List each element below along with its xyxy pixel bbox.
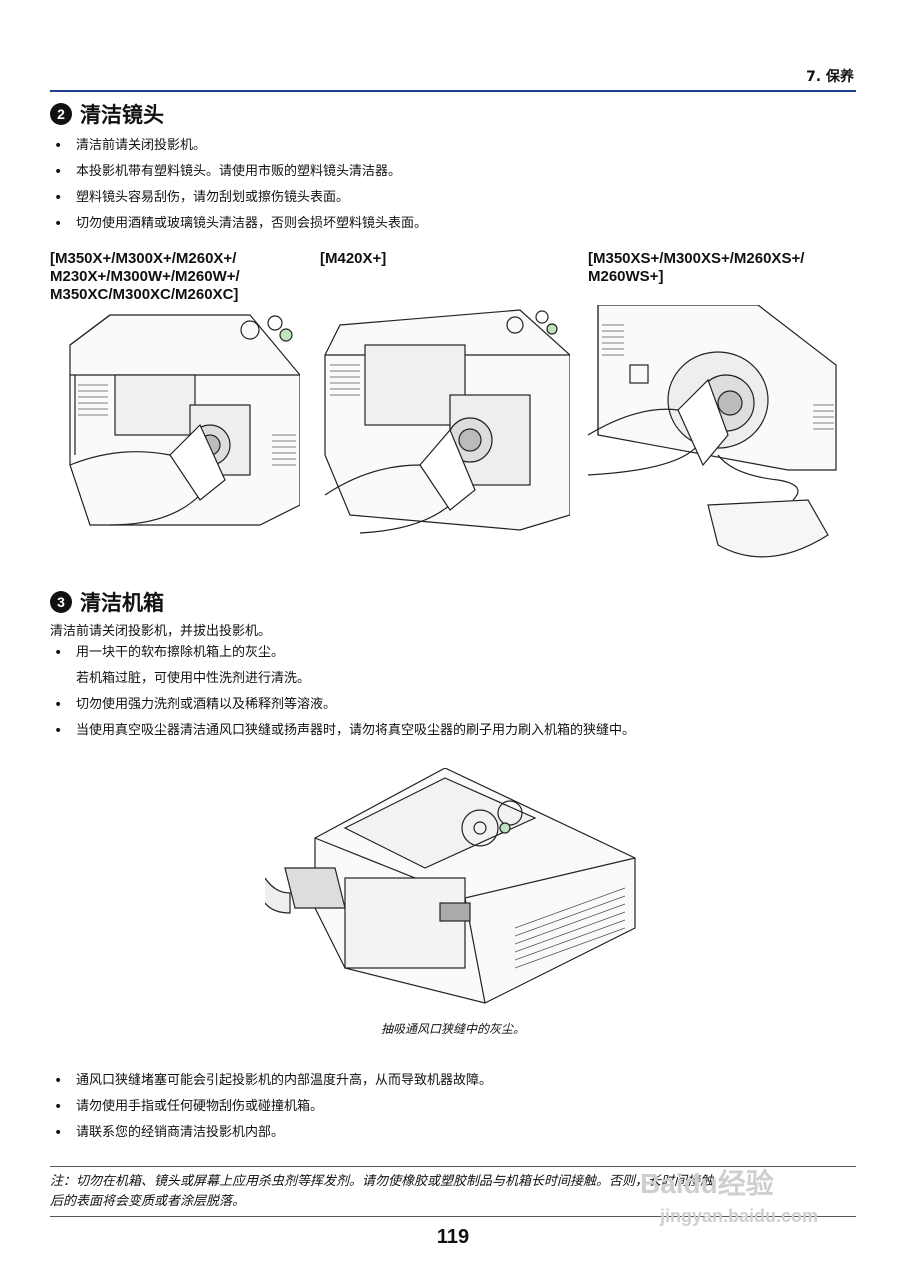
note-line-2: 后的表面将会变质或者涂层脱落。	[50, 1194, 246, 1209]
section-title-lens: 2 清洁镜头	[50, 99, 164, 129]
page-number: 119	[436, 1226, 470, 1248]
cabinet-intro: 清洁前请关闭投影机，并拔出投影机。	[50, 624, 272, 639]
note-text: 注：切勿在机箱、镜头或屏幕上应用杀虫剂等挥发剂。请勿使橡胶或塑胶制品与机箱长时间…	[50, 1172, 858, 1212]
model-label-3-line2: M260WS+]	[588, 268, 664, 285]
section-number-2: 2	[50, 103, 72, 125]
list-item: 本投影机带有塑料镜头。请使用市贩的塑料镜头清洁器。	[50, 159, 427, 185]
model-label-2: [M420X+]	[320, 250, 386, 268]
page-divider	[50, 1216, 856, 1217]
watermark-url: jingyan.baidu.com	[660, 1206, 819, 1226]
projector-lens-illustration-2	[324, 309, 570, 534]
model-label-1-line1: [M350X+/M300X+/M260X+/	[50, 250, 237, 267]
section-title-cabinet-text: 清洁机箱	[80, 591, 164, 615]
lens-bullet-list: 清洁前请关闭投影机。 本投影机带有塑料镜头。请使用市贩的塑料镜头清洁器。 塑料镜…	[50, 133, 427, 237]
list-item: 清洁前请关闭投影机。	[50, 133, 427, 159]
model-label-3: [M350XS+/M300XS+/M260XS+/ M260WS+]	[588, 250, 804, 286]
figure-caption: 抽吸通风口狭缝中的灰尘。	[380, 1022, 525, 1036]
list-item-sub: 若机箱过脏，可使用中性洗剂进行清洗。	[76, 671, 311, 686]
model-label-1: [M350X+/M300X+/M260X+/ M230X+/M300W+/M26…	[50, 250, 240, 304]
model-label-2-line1: [M420X+]	[320, 250, 387, 267]
section-number-3: 3	[50, 591, 72, 613]
section-title-lens-text: 清洁镜头	[80, 103, 164, 127]
model-label-3-line1: [M350XS+/M300XS+/M260XS+/	[588, 250, 805, 267]
list-item: 请联系您的经销商清洁投影机内部。	[50, 1120, 492, 1146]
list-item: 用一块干的软布擦除机箱上的灰尘。	[50, 640, 635, 666]
model-label-1-line2: M230X+/M300W+/M260W+/	[50, 268, 240, 285]
note-divider	[50, 1166, 856, 1167]
cabinet-bullet-list-2: 通风口狭缝堵塞可能会引起投影机的内部温度升高，从而导致机器故障。 请勿使用手指或…	[50, 1068, 492, 1146]
cabinet-bullet-list: 用一块干的软布擦除机箱上的灰尘。 若机箱过脏，可使用中性洗剂进行清洗。 切勿使用…	[50, 640, 635, 744]
projector-vacuum-illustration	[265, 768, 636, 1004]
list-item: 切勿使用酒精或玻璃镜头清洁器，否则会损坏塑料镜头表面。	[50, 211, 427, 237]
list-item: 通风口狭缝堵塞可能会引起投影机的内部温度升高，从而导致机器故障。	[50, 1068, 492, 1094]
section-title-cabinet: 3 清洁机箱	[50, 587, 164, 617]
projector-lens-illustration-3	[588, 305, 837, 558]
list-item: 当使用真空吸尘器清洁通风口狭缝或扬声器时，请勿将真空吸尘器的刷子用力刷入机箱的狭…	[50, 718, 635, 744]
watermark-logo: Baidu经验	[640, 1168, 774, 1199]
chapter-title: 7. 保养	[806, 69, 854, 85]
note-line-1: 注：切勿在机箱、镜头或屏幕上应用杀虫剂等挥发剂。请勿使橡胶或塑胶制品与机箱长时间…	[50, 1174, 714, 1189]
header-divider	[50, 90, 856, 92]
list-item: 塑料镜头容易刮伤，请勿刮划或擦伤镜头表面。	[50, 185, 427, 211]
list-item: 请勿使用手指或任何硬物刮伤或碰撞机箱。	[50, 1094, 492, 1120]
list-item: 切勿使用强力洗剂或酒精以及稀释剂等溶液。	[50, 692, 635, 718]
projector-lens-illustration-1	[69, 314, 300, 526]
model-label-1-line3: M350XC/M300XC/M260XC]	[50, 286, 239, 303]
